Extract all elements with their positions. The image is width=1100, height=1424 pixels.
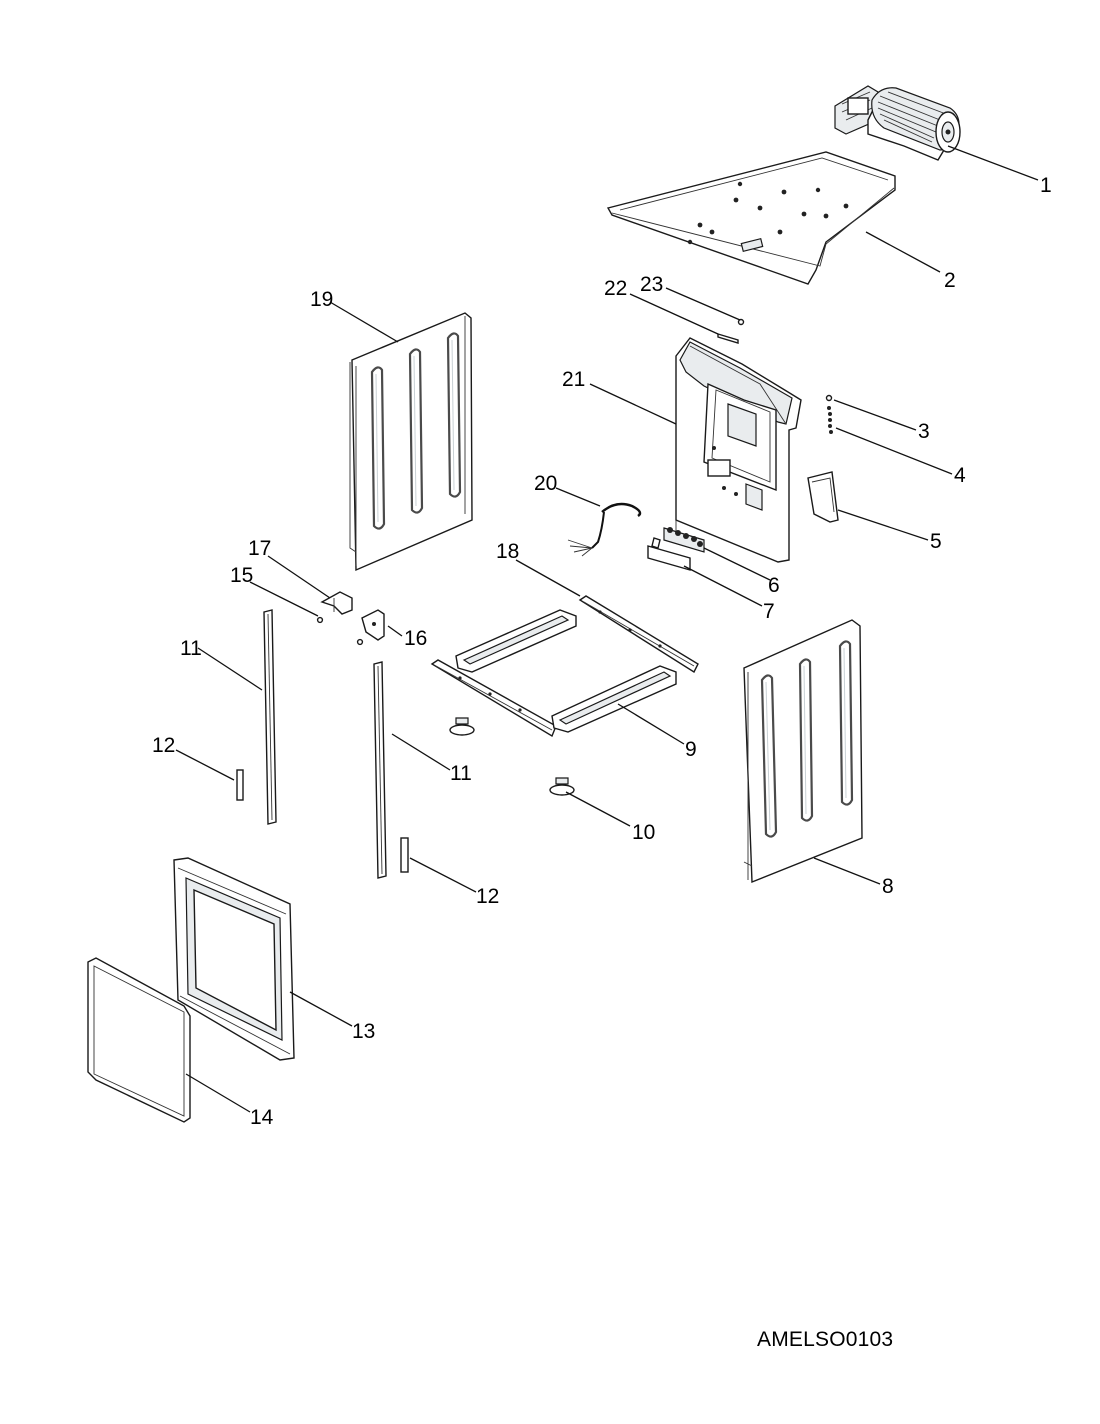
part-6-terminal-block — [663, 527, 705, 553]
callout-7: 7 — [763, 600, 775, 623]
callout-6: 6 — [768, 574, 780, 597]
part-18-base-frame — [430, 595, 699, 738]
callout-1: 1 — [1040, 174, 1052, 197]
callout-23: 23 — [640, 273, 663, 296]
part-20-wiring-harness — [567, 502, 642, 557]
callout-18: 18 — [496, 540, 519, 563]
part-1-blower-fan — [834, 85, 961, 161]
callout-11-right: 11 — [450, 762, 472, 785]
parts-3-4-screws — [825, 394, 833, 434]
callout-5: 5 — [930, 530, 942, 553]
callout-12-right: 12 — [476, 885, 499, 908]
diagram-code: AMELSO0103 — [757, 1328, 894, 1351]
part-21-back-panel — [675, 337, 802, 563]
top-plate-holes — [687, 181, 849, 245]
part-11-vertical-rails — [263, 609, 387, 879]
callout-20: 20 — [534, 472, 557, 495]
callout-10: 10 — [632, 821, 655, 844]
callout-8: 8 — [882, 875, 894, 898]
callout-2: 2 — [944, 269, 956, 292]
part-2-top-plate — [606, 151, 896, 285]
callout-12-left: 12 — [152, 734, 175, 757]
part-5-cover-plate — [807, 471, 839, 523]
callout-21: 21 — [562, 368, 585, 391]
callout-11-left: 11 — [180, 637, 202, 660]
callout-19: 19 — [310, 288, 333, 311]
leader-lines — [175, 145, 1039, 1113]
callout-4: 4 — [954, 464, 966, 487]
part-13-door-frame — [173, 857, 295, 1061]
callout-22: 22 — [604, 277, 627, 300]
part-8-right-side-panel — [743, 619, 863, 884]
callout-3: 3 — [918, 420, 930, 443]
part-19-left-side-panel — [349, 312, 473, 572]
callout-16: 16 — [404, 627, 427, 650]
callout-15: 15 — [230, 564, 253, 587]
callout-17: 17 — [248, 537, 271, 560]
part-10-feet — [449, 717, 575, 796]
callout-13: 13 — [352, 1020, 375, 1043]
parts-22-23-clip-and-pin — [717, 318, 745, 344]
part-14-door-glass — [87, 957, 191, 1123]
part-12-clips — [236, 769, 409, 873]
part-7-bracket — [647, 537, 691, 571]
parts-15-16-17-hinge-brackets — [316, 591, 385, 646]
callout-14: 14 — [250, 1106, 274, 1129]
callout-9: 9 — [685, 738, 697, 761]
callout-labels: 1 2 3 4 5 6 7 8 9 10 11 11 12 12 13 14 1… — [152, 174, 1052, 1129]
